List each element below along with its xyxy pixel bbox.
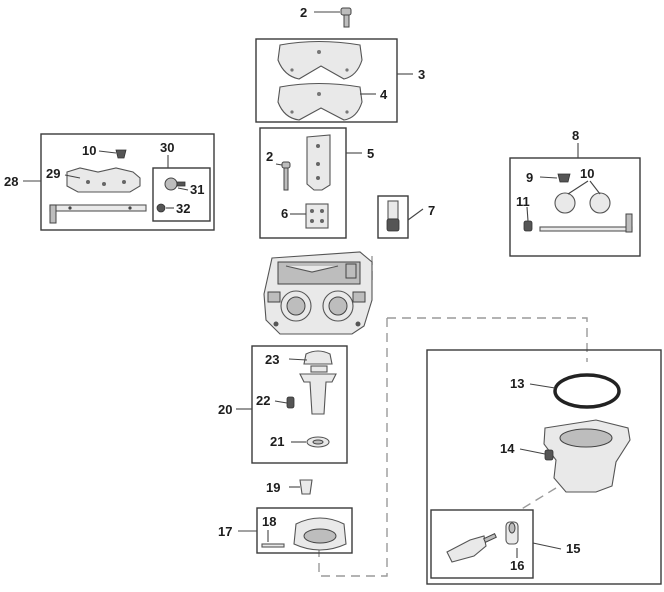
callout-11: 11	[516, 194, 530, 209]
callout-10-linkage: 10	[82, 143, 96, 158]
jet-box-7: 7	[377, 195, 435, 239]
carburetor-body	[263, 251, 373, 335]
callout-4: 4	[380, 87, 388, 102]
callout-14: 14	[500, 441, 515, 456]
callout-13: 13	[510, 376, 524, 391]
callout-10-jets: 10	[580, 166, 594, 181]
screw-part-2-top: 2	[300, 5, 352, 28]
callout-7: 7	[428, 203, 435, 218]
callout-6: 6	[281, 206, 288, 221]
callout-18: 18	[262, 514, 276, 529]
callout-16: 16	[510, 558, 524, 573]
callout-32: 32	[176, 201, 190, 216]
gasket-kit-box-3: 3 4	[255, 38, 425, 123]
bracket-kit-box-5: 5 2 6	[259, 127, 374, 239]
callout-22: 22	[256, 393, 270, 408]
callout-8: 8	[572, 128, 579, 143]
main-jet-part-19: 19	[266, 479, 313, 495]
callout-30: 30	[160, 140, 174, 155]
intake-adapter-box: 13 14 16 15	[426, 349, 662, 585]
callout-2-bracket: 2	[266, 149, 273, 164]
float-kit-box-20: 23 22 21 20	[218, 345, 348, 464]
callout-5: 5	[367, 146, 374, 161]
callout-23: 23	[265, 352, 279, 367]
callout-20: 20	[218, 402, 232, 417]
callout-29: 29	[46, 166, 60, 181]
callout-3: 3	[418, 67, 425, 82]
callout-21: 21	[270, 434, 284, 449]
callout-9: 9	[526, 170, 533, 185]
callout-15: 15	[566, 541, 580, 556]
jet-kit-box-8: 8 9 10 11	[509, 128, 641, 257]
callout-2-top: 2	[300, 5, 307, 20]
linkage-kit-box-28: 10 29 30 31 32 28	[4, 133, 215, 231]
callout-19: 19	[266, 480, 280, 495]
float-bowl-box-17: 18 17	[218, 507, 353, 554]
callout-28: 28	[4, 174, 18, 189]
callout-17: 17	[218, 524, 232, 539]
callout-31: 31	[190, 182, 204, 197]
